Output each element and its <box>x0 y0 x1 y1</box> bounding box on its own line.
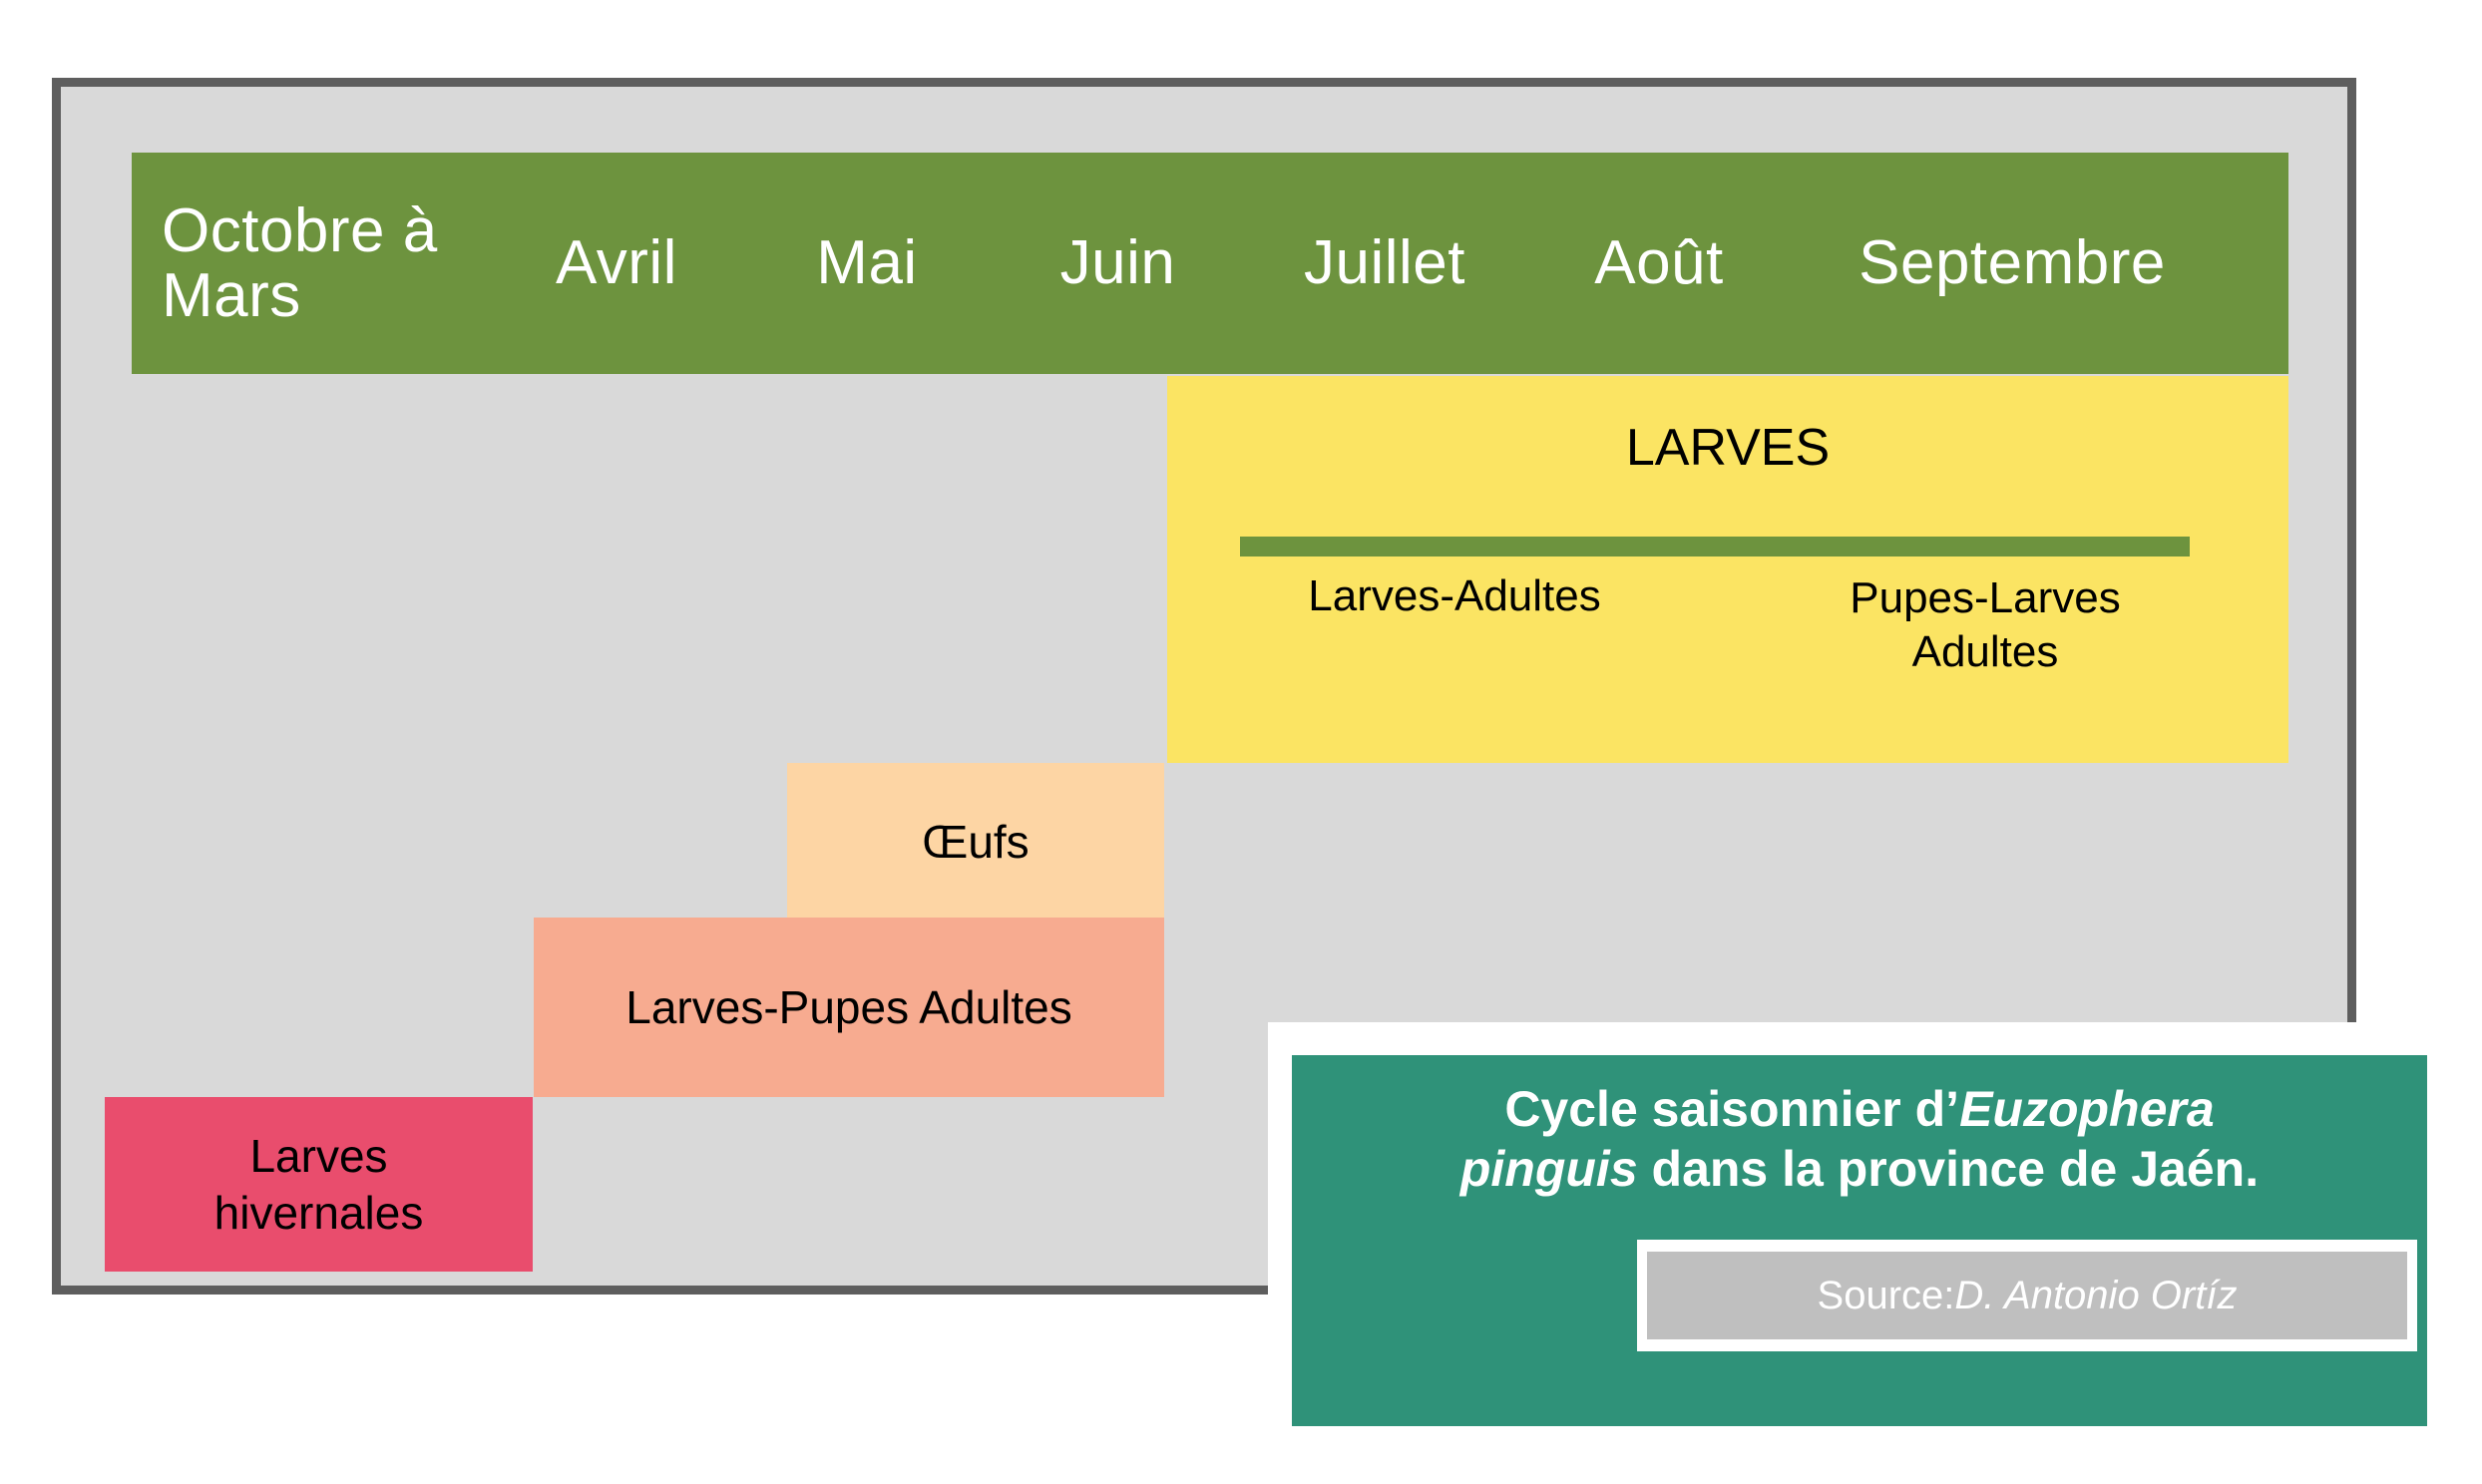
source-label: Source: <box>1817 1273 1955 1317</box>
title-species-line2: pinguis <box>1459 1141 1638 1197</box>
stage-block-oeufs: Œufs <box>787 763 1164 920</box>
month-cell-juin: Juin <box>1059 228 1176 298</box>
month-cell-mai: Mai <box>816 228 918 298</box>
title-card-heading: Cycle saisonnier d’Euzophera pinguis dans… <box>1312 1079 2407 1199</box>
month-cell-septembre: Septembre <box>1859 228 2166 298</box>
month-cell-juillet: Juillet <box>1303 228 1465 298</box>
larves-band-sublabel-left: Larves-Adultes <box>1308 571 1601 620</box>
month-cell-avril: Avril <box>556 228 677 298</box>
larves-band-sublabel-right: Pupes-Larves Adultes <box>1850 573 2121 676</box>
timeline-month-band: Octobre à Mars Avril Mai Juin Juillet Ao… <box>132 153 2288 374</box>
stage-block-larves-hivernales: Larves hivernales <box>105 1097 533 1272</box>
title-text-part2: dans la province de Jaén. <box>1637 1141 2260 1197</box>
stage-block-larves-pupes-adultes: Larves-Pupes Adultes <box>534 918 1164 1097</box>
larves-band-title: LARVES <box>1625 419 1831 477</box>
source-box: Source: D. Antonio Ortíz <box>1647 1252 2407 1339</box>
larves-band-rule <box>1240 537 2190 556</box>
title-species-line1: Euzophera <box>1959 1081 2215 1137</box>
title-card: Cycle saisonnier d’Euzophera pinguis dans… <box>1292 1055 2427 1426</box>
source-value: D. Antonio Ortíz <box>1954 1273 2238 1317</box>
month-cell-octobre-mars: Octobre à Mars <box>162 195 438 330</box>
title-text-part1: Cycle saisonnier d’ <box>1504 1081 1960 1137</box>
month-cell-aout: Août <box>1594 228 1724 298</box>
larves-band: LARVES Larves-Adultes Pupes-Larves Adult… <box>1167 376 2288 763</box>
